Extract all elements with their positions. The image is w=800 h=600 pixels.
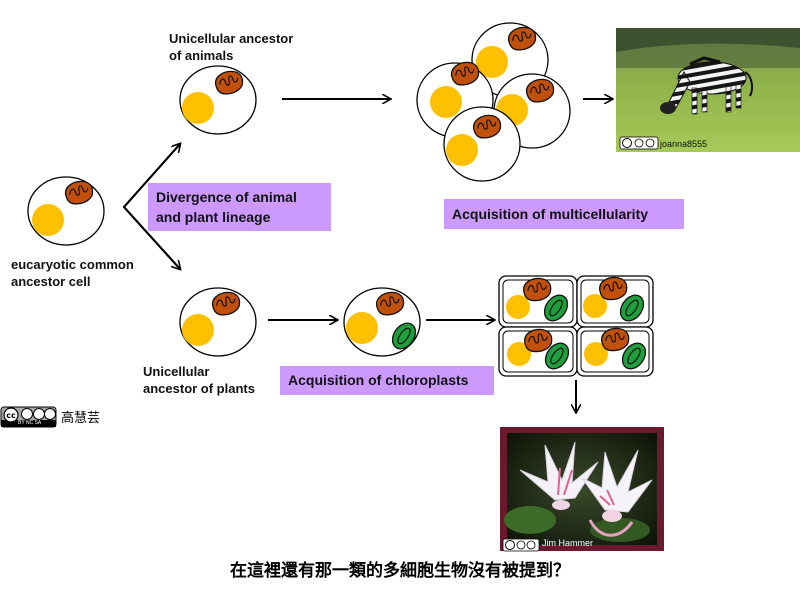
- common-ancestor-cell: [27, 176, 105, 246]
- zebra-credit: joanna8555: [660, 139, 708, 149]
- plant-tissue: [498, 274, 654, 377]
- flower-photo: [500, 427, 664, 551]
- flower-cc-icon: [502, 538, 540, 552]
- multicellular-animal-cluster: [416, 22, 571, 182]
- zebra-photo: [616, 28, 800, 152]
- plant-ancestor-cell: [179, 287, 257, 357]
- license-small-text: BY NC SA: [18, 420, 42, 426]
- animal-ancestor-cell: [179, 65, 257, 135]
- chloroplast-cell: [343, 287, 421, 357]
- closing-question: 在這裡還有那一類的多細胞生物沒有被提到？: [230, 561, 570, 581]
- arrows: [122, 99, 612, 412]
- page-license: 高慧芸: [58, 407, 100, 426]
- flower-credit: Jim Hammer: [542, 538, 593, 548]
- svg-text:cc: cc: [6, 411, 16, 420]
- common-ancestor-label: eucaryotic common ancestor cell: [11, 257, 134, 289]
- multicellularity-box: Acquisition of multicellularity: [444, 199, 684, 229]
- chloroplasts-box: Acquisition of chloroplasts: [280, 366, 494, 395]
- page-author: 高慧芸: [61, 411, 101, 426]
- cc-license-icon: cc: [0, 406, 57, 428]
- plant-ancestor-label: Unicellular ancestor of plants: [143, 364, 255, 396]
- divergence-box: Divergence of animal and plant lineage: [148, 183, 331, 231]
- animal-ancestor-label: Unicellular ancestor of animals: [169, 31, 294, 63]
- zebra-cc-icon: [619, 136, 659, 150]
